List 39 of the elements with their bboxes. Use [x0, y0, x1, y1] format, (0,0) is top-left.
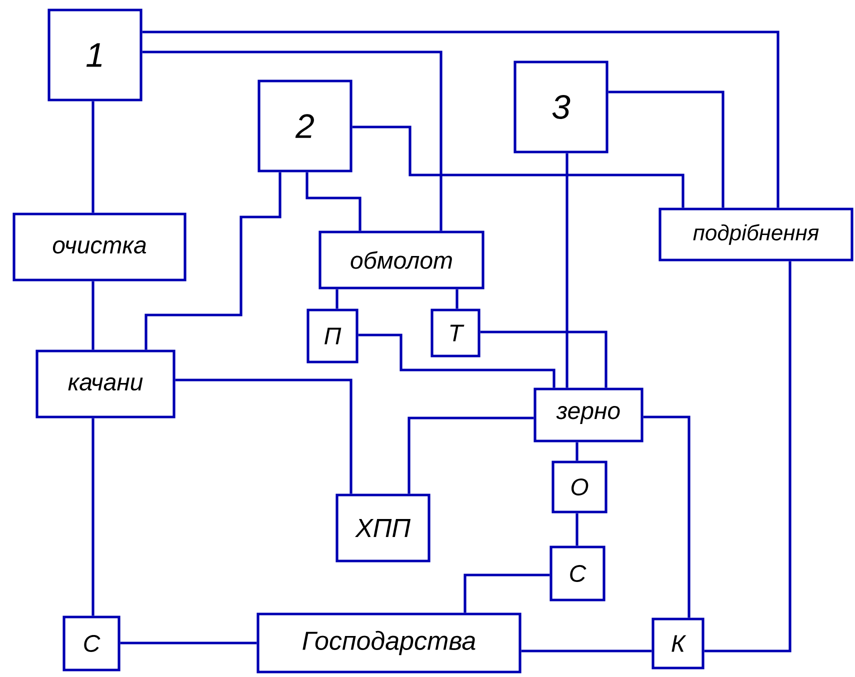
- connector-line: [464, 574, 550, 613]
- process-box: очистка: [12, 212, 186, 282]
- connector-line: [336, 289, 338, 309]
- process-box: 3: [514, 60, 608, 154]
- process-box: ХПП: [336, 494, 430, 562]
- connector-line: [92, 101, 94, 213]
- process-box: Т: [430, 308, 480, 358]
- process-box: П: [306, 308, 358, 364]
- connector-line: [608, 90, 724, 208]
- process-box: К: [652, 618, 704, 670]
- connector-line: [92, 418, 94, 616]
- process-box: качани: [36, 350, 176, 418]
- connector-line: [704, 261, 792, 652]
- connector-line: [144, 172, 282, 350]
- process-box: обмолот: [318, 230, 484, 290]
- connector-line: [456, 289, 458, 309]
- process-box: О: [552, 460, 608, 514]
- connector-line: [576, 513, 578, 546]
- process-box: 1: [48, 8, 142, 102]
- connector-line: [643, 416, 690, 618]
- connector-line: [566, 153, 568, 388]
- connector-line: [120, 642, 257, 644]
- connector-line: [142, 50, 442, 231]
- connector-line: [358, 334, 556, 388]
- connector-line: [142, 30, 780, 208]
- process-box: С: [62, 616, 120, 672]
- process-box: Господарства: [256, 612, 522, 674]
- process-box: 2: [258, 80, 352, 172]
- process-box: подрібнення: [658, 208, 854, 262]
- connector-line: [352, 126, 684, 208]
- connector-line: [175, 378, 352, 494]
- connector-line: [92, 281, 94, 350]
- connector-line: [306, 172, 362, 231]
- connector-line: [521, 650, 652, 652]
- process-box: С: [550, 546, 606, 602]
- connector-line: [408, 416, 534, 494]
- connector-line: [576, 442, 578, 461]
- connector-line: [480, 330, 608, 388]
- process-box: зерно: [534, 388, 644, 442]
